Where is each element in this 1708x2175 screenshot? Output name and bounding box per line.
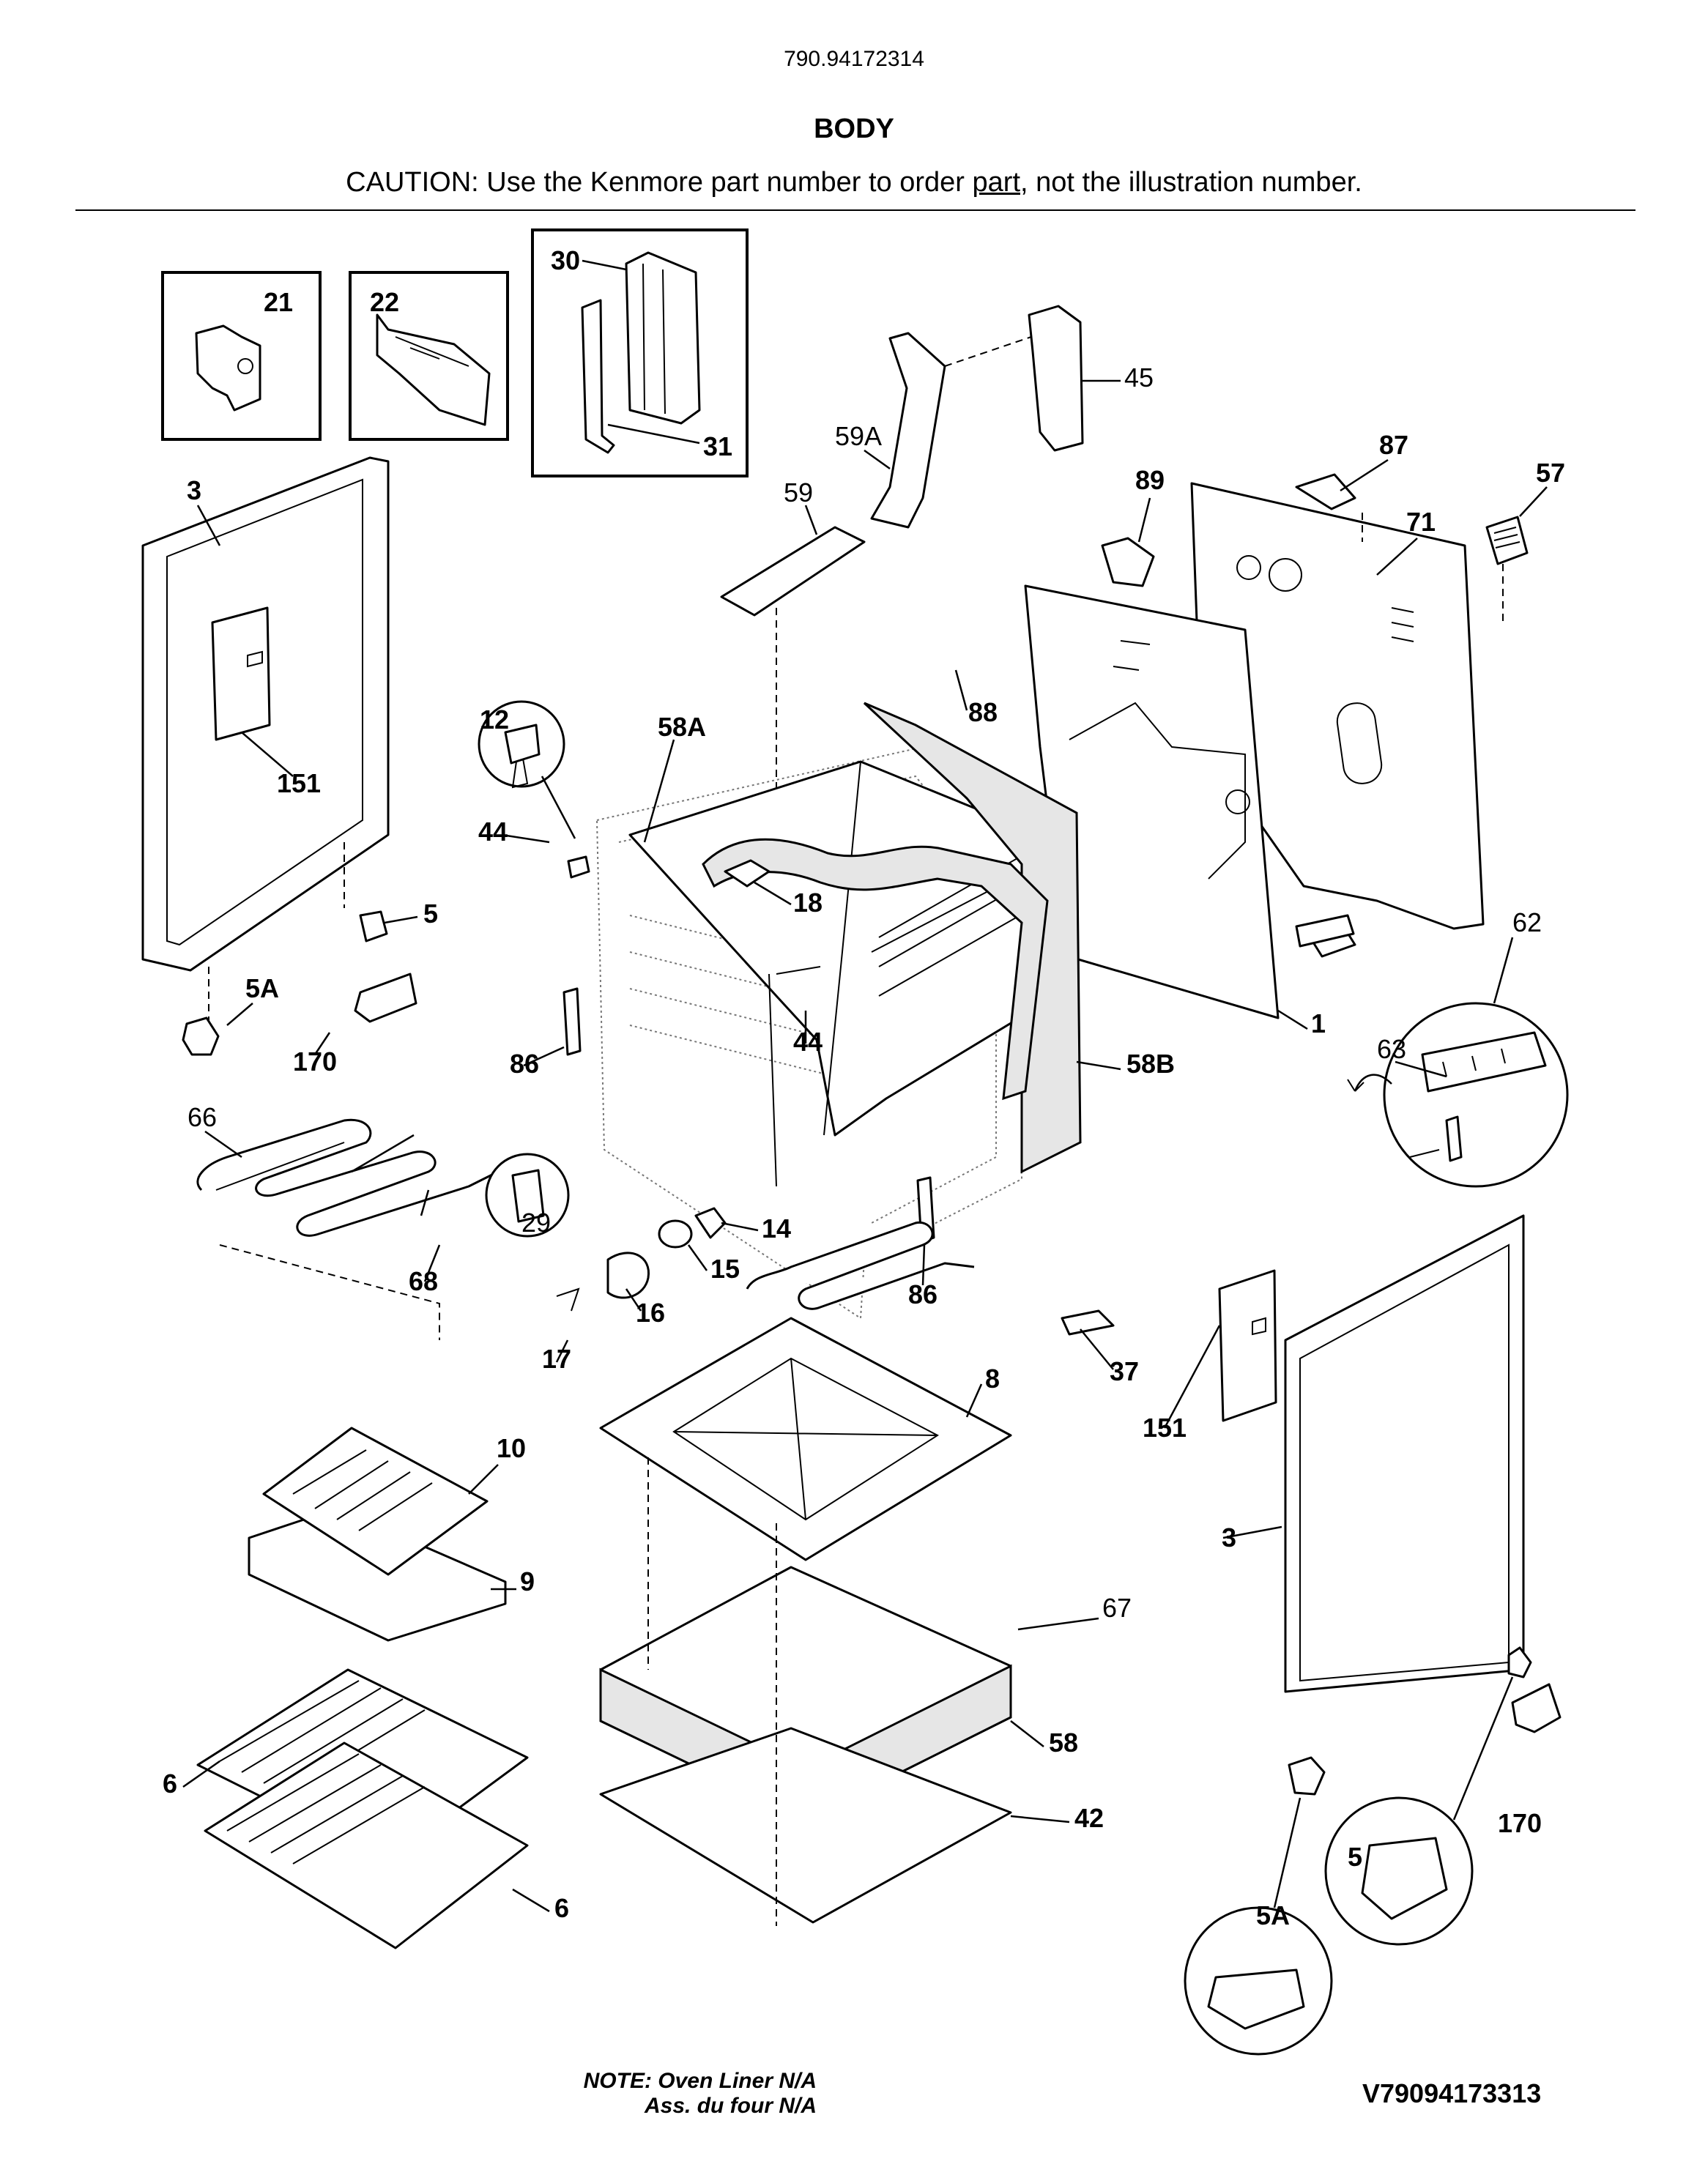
detail-circle-62-63	[1347, 1002, 1569, 1188]
callout-71: 71	[1406, 507, 1436, 537]
callout-12: 12	[480, 704, 509, 735]
callout-42: 42	[1074, 1803, 1104, 1833]
light-assembly	[556, 1207, 727, 1312]
callout-63: 63	[1377, 1034, 1406, 1064]
callout-89: 89	[1135, 465, 1165, 495]
callout-86-left: 86	[510, 1049, 539, 1079]
footer-note: NOTE: Oven Liner N/A Ass. du four N/A	[546, 2069, 817, 2119]
leveler-feet	[1184, 1646, 1562, 2056]
callout-17: 17	[542, 1344, 571, 1374]
callout-88: 88	[968, 697, 998, 727]
callout-68: 68	[409, 1266, 438, 1296]
caution-note: CAUTION: Use the Kenmore part number to …	[0, 167, 1708, 198]
callout-67: 67	[1102, 1593, 1132, 1623]
note-line-2: Ass. du four N/A	[644, 2094, 817, 2118]
callout-16: 16	[636, 1298, 665, 1328]
callout-5-right: 5	[1348, 1842, 1362, 1872]
section-title: BODY	[814, 114, 894, 144]
drawing-number: V79094173313	[1362, 2078, 1542, 2108]
callout-15: 15	[710, 1254, 740, 1284]
callout-14: 14	[762, 1213, 791, 1243]
callout-29: 29	[521, 1208, 551, 1238]
callout-66: 66	[187, 1102, 217, 1132]
callout-6-upper: 6	[163, 1769, 177, 1799]
callout-5a-left: 5A	[245, 973, 279, 1003]
callout-44-lower: 44	[793, 1027, 823, 1057]
broil-pan	[248, 1427, 507, 1642]
oven-cavity	[595, 702, 1082, 1320]
callout-87: 87	[1379, 430, 1408, 460]
duct-parts	[720, 305, 1084, 857]
detail-circle-29	[485, 1153, 570, 1238]
heating-elements	[196, 1118, 975, 1340]
callout-59: 59	[784, 477, 813, 508]
callout-44-upper: 44	[478, 817, 508, 847]
callout-31: 31	[703, 431, 732, 461]
inset-box-21	[161, 271, 322, 441]
caution-prefix: CAUTION: Use the Kenmore part number to …	[346, 167, 973, 198]
callout-10: 10	[497, 1433, 526, 1463]
small-hardware	[182, 700, 1355, 1243]
callout-18: 18	[793, 888, 823, 918]
callout-37: 37	[1110, 1356, 1139, 1386]
callout-151-left: 151	[277, 768, 321, 798]
model-number: 790.94172314	[784, 47, 924, 71]
caution-part-link[interactable]: part	[972, 167, 1020, 198]
inset-box-22	[349, 271, 509, 441]
callout-22: 22	[370, 287, 399, 317]
oven-racks	[196, 1668, 529, 1949]
callout-5a-right: 5A	[1256, 1900, 1290, 1930]
leader-lines	[182, 259, 1548, 1913]
callout-9: 9	[520, 1566, 535, 1596]
note-line-1: NOTE: Oven Liner N/A	[583, 2069, 817, 2093]
callout-3-left: 3	[187, 475, 201, 505]
callout-58a: 58A	[658, 712, 706, 742]
callout-170-right: 170	[1498, 1808, 1542, 1838]
callout-30: 30	[551, 245, 580, 275]
callout-170-left: 170	[293, 1046, 337, 1077]
callout-58b: 58B	[1126, 1049, 1175, 1079]
callout-5-left: 5	[423, 899, 438, 929]
caution-suffix: , not the illustration number.	[1020, 167, 1362, 198]
rear-panels	[1024, 473, 1529, 1019]
callout-57: 57	[1536, 458, 1565, 488]
side-panel-left	[141, 456, 390, 1025]
callout-21: 21	[264, 287, 293, 317]
callout-59a: 59A	[835, 421, 882, 451]
callout-45: 45	[1124, 362, 1154, 393]
oven-bottom-stack	[599, 1317, 1012, 1926]
callout-labels: 21 22 30 31 45 59A 59 87 57 89 71 3 151 …	[163, 245, 1565, 1930]
callout-62: 62	[1512, 907, 1542, 937]
callout-58: 58	[1049, 1728, 1078, 1758]
inset-box-30-31	[531, 228, 749, 477]
callout-8: 8	[985, 1364, 1000, 1394]
callout-6-lower: 6	[554, 1893, 569, 1923]
callout-1: 1	[1311, 1008, 1326, 1038]
header-rule	[75, 209, 1635, 211]
